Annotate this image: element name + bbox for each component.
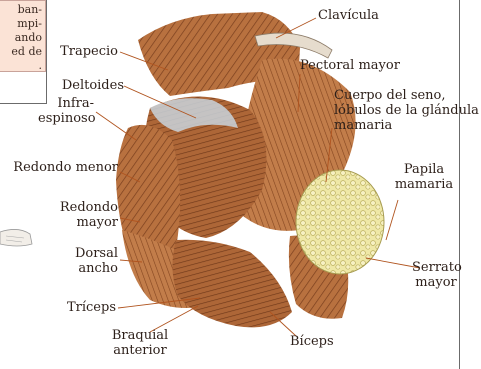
mammary-gland	[296, 170, 384, 274]
hand-sketch	[0, 229, 32, 246]
label-deltoides: Deltoides	[40, 78, 124, 93]
label-redondo-mayor-2: mayor	[54, 215, 118, 230]
label-cuerpo-seno-2: lóbulos de la glándula	[334, 103, 479, 118]
label-braquial-2: anterior	[100, 343, 180, 358]
leader-infraespinoso	[96, 112, 136, 140]
label-clavicula: Clavícula	[318, 8, 379, 23]
label-papila-2: mamaria	[394, 177, 454, 192]
label-triceps: Tríceps	[54, 300, 116, 315]
label-redondo-mayor-1: Redondo	[54, 200, 118, 215]
label-redondo-menor: Redondo menor	[0, 160, 118, 175]
label-dorsal-1: Dorsal	[54, 246, 118, 261]
leader-papila	[386, 200, 398, 240]
label-biceps: Bíceps	[290, 334, 334, 349]
label-cuerpo-seno-3: mamaria	[334, 118, 392, 133]
label-serrato-1: Serrato	[412, 260, 460, 275]
label-cuerpo-seno-1: Cuerpo del seno,	[334, 88, 446, 103]
label-braquial-1: Braquial	[100, 328, 180, 343]
label-infraespinoso-1: Infra-	[38, 96, 94, 111]
label-dorsal-2: ancho	[54, 261, 118, 276]
label-papila-1: Papila	[394, 162, 454, 177]
label-infraespinoso-2: espinoso	[38, 111, 94, 126]
label-pectoral-mayor: Pectoral mayor	[300, 58, 400, 73]
label-serrato-2: mayor	[412, 275, 460, 290]
label-trapecio: Trapecio	[54, 44, 118, 59]
upper-arm-muscles	[172, 240, 292, 328]
